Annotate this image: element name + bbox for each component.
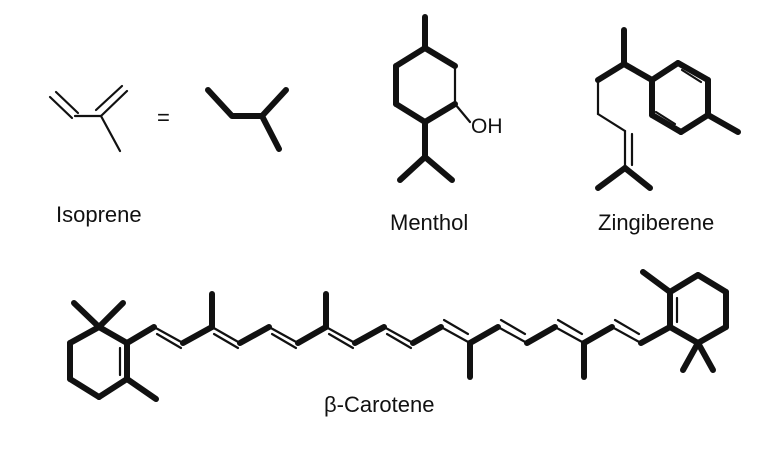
beta-carotene-label: β-Carotene (324, 392, 434, 417)
beta-carotene-structure: β-Carotene (67, 269, 729, 417)
zingiberene-label: Zingiberene (598, 210, 714, 235)
isoprene-label: Isoprene (56, 202, 142, 227)
polyene-chain (124, 291, 673, 380)
right-ionone-ring (640, 269, 729, 373)
menthol-structure: OH Menthol (390, 14, 503, 235)
hydroxyl-group-label: OH (471, 115, 503, 138)
left-ionone-ring (67, 300, 159, 402)
polyene-double-bonds (152, 318, 643, 350)
equals-sign: = (157, 105, 170, 130)
isoprene-structure: = Isoprene (48, 84, 289, 227)
isoprene-skeletal (205, 87, 289, 152)
menthol-label: Menthol (390, 210, 468, 235)
zingiberene-structure: Zingiberene (595, 27, 741, 235)
